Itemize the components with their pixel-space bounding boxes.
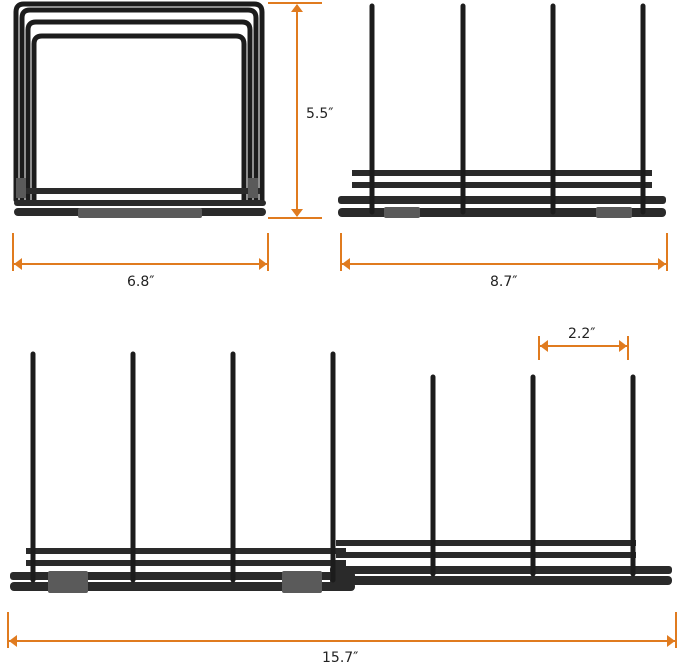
- slot-spacing-label: 2.2″: [568, 326, 596, 342]
- collapsed-length-label: 8.7″: [490, 274, 518, 290]
- width-label: 6.8″: [127, 274, 155, 290]
- extended-length-label: 15.7″: [322, 650, 358, 664]
- width-dimension: [12, 233, 269, 271]
- height-label: 5.5″: [306, 106, 334, 122]
- rack-side-view: [338, 3, 666, 218]
- slot-spacing-dimension: [538, 336, 629, 360]
- rack-extended-view: [10, 351, 672, 593]
- collapsed-length-dimension: [340, 233, 668, 271]
- extended-length-dimension: [7, 612, 677, 648]
- height-dimension: [268, 2, 322, 219]
- rack-front-view: [13, 1, 266, 218]
